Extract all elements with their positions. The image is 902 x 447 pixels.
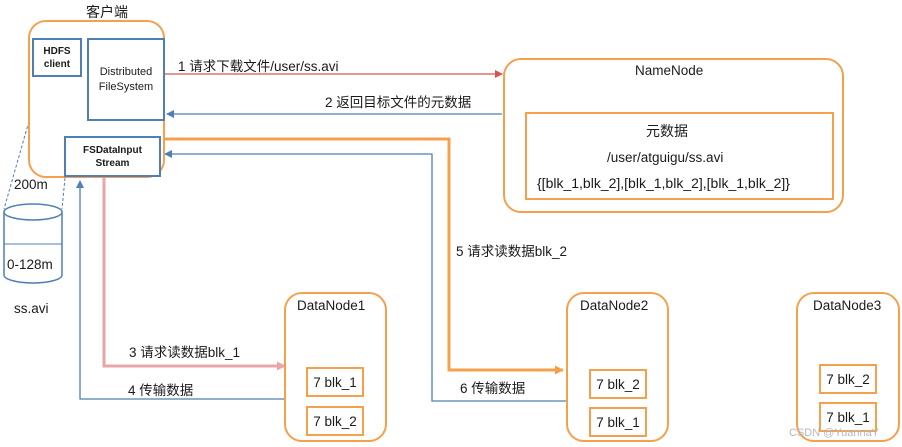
file-name-label: ss.avi — [14, 301, 49, 316]
step5-label: 5 请求读数据blk_2 — [456, 244, 568, 259]
datanode2-block: 7 blk_1 — [589, 407, 647, 437]
hdfs-client-box: HDFS client — [32, 38, 82, 77]
watermark: CSDN @YuannaY — [789, 427, 880, 439]
step6-arrow — [164, 150, 566, 402]
distributed-filesystem-box: Distributed FileSystem — [87, 38, 165, 121]
datanode3-block: 7 blk_1 — [819, 402, 877, 432]
metadata-path: /user/atguigu/ss.avi — [607, 150, 724, 165]
datanode1-block: 7 blk_1 — [306, 367, 364, 397]
disk-icon — [3, 203, 63, 284]
datanode1-block: 7 blk_2 — [306, 406, 364, 436]
fsdatainputstream-box: FSDataInput Stream — [64, 136, 161, 177]
datanode2-title: DataNode2 — [580, 298, 649, 313]
datanode1-title: DataNode1 — [297, 298, 366, 313]
datanode3-title: DataNode3 — [813, 298, 882, 313]
metadata-box — [525, 112, 834, 200]
disk-right-connector — [61, 177, 66, 210]
step1-label: 1 请求下载文件/user/ss.avi — [178, 59, 339, 74]
step2-label: 2 返回目标文件的元数据 — [325, 95, 472, 110]
client-title: 客户端 — [86, 4, 128, 20]
file-size-label: 200m — [14, 177, 48, 192]
datanode2-block: 7 blk_2 — [589, 369, 647, 399]
step4-arrow — [76, 180, 284, 400]
metadata-blocks: {[blk_1,blk_2],[blk_1,blk_2],[blk_1,blk_… — [537, 175, 790, 191]
step5-arrow — [160, 137, 564, 375]
step4-label: 4 传输数据 — [128, 383, 194, 398]
block-range-label: 0-128m — [7, 257, 53, 272]
step3-label: 3 请求读数据blk_1 — [129, 345, 241, 360]
step3-arrow — [102, 178, 286, 371]
namenode-title: NameNode — [635, 63, 704, 78]
datanode3-block: 7 blk_2 — [819, 364, 877, 394]
step6-label: 6 传输数据 — [460, 381, 526, 396]
metadata-title: 元数据 — [646, 123, 688, 139]
